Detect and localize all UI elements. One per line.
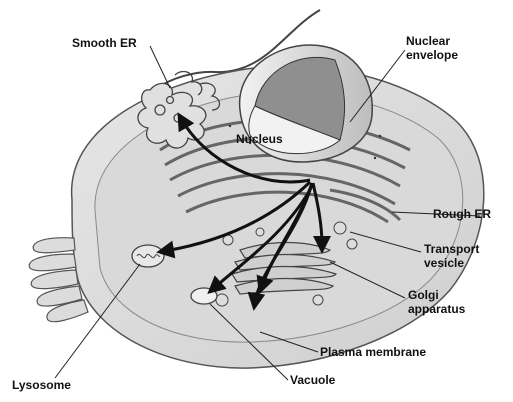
- label-lysosome: Lysosome: [12, 378, 71, 392]
- lysosome-shape: [132, 245, 164, 267]
- label-nuclear-envelope: Nuclear envelope: [406, 34, 458, 62]
- label-vacuole: Vacuole: [290, 373, 335, 387]
- label-nuclear-envelope-line2: envelope: [406, 48, 458, 62]
- label-transport-vesicle: Transport vesicle: [424, 242, 479, 270]
- label-transport-vesicle-line2: vesicle: [424, 256, 479, 270]
- vacuole-shape: [191, 288, 217, 304]
- label-transport-vesicle-line1: Transport: [424, 242, 479, 256]
- label-golgi-apparatus-line1: Golgi: [408, 288, 465, 302]
- label-golgi-apparatus-line2: apparatus: [408, 302, 465, 316]
- label-nuclear-envelope-line1: Nuclear: [406, 34, 458, 48]
- label-smooth-er: Smooth ER: [72, 36, 137, 50]
- label-rough-er: Rough ER: [433, 207, 491, 221]
- label-nucleus: Nucleus: [236, 132, 283, 146]
- label-plasma-membrane: Plasma membrane: [320, 345, 426, 359]
- label-golgi-apparatus: Golgi apparatus: [408, 288, 465, 316]
